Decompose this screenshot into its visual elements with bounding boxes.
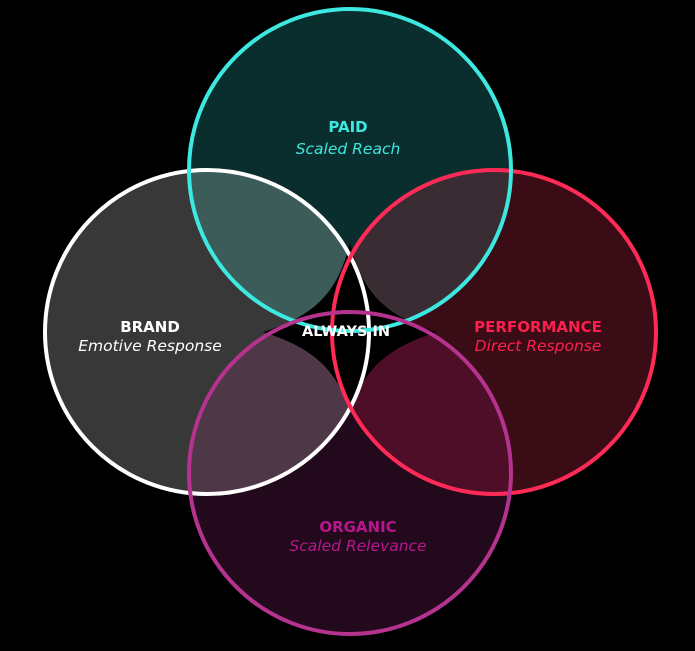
organic-title: ORGANIC [319,518,396,536]
brand-subtitle: Emotive Response [78,337,222,355]
paid-outline [187,7,513,333]
paid-brand-overlap [189,170,369,331]
paid-subtitle: Scaled Reach [296,140,401,158]
performance-subtitle: Direct Response [475,337,602,355]
organic-outline [187,310,513,636]
paid-performance-overlap [332,170,511,331]
organic-subtitle: Scaled Relevance [289,537,426,555]
center-star [263,243,437,412]
brand-title: BRAND [120,318,180,336]
performance-title: PERFORMANCE [474,318,602,336]
brand-outline [43,168,371,496]
center-label: ALWAYS IN [302,324,390,340]
paid-title: PAID [328,118,367,136]
